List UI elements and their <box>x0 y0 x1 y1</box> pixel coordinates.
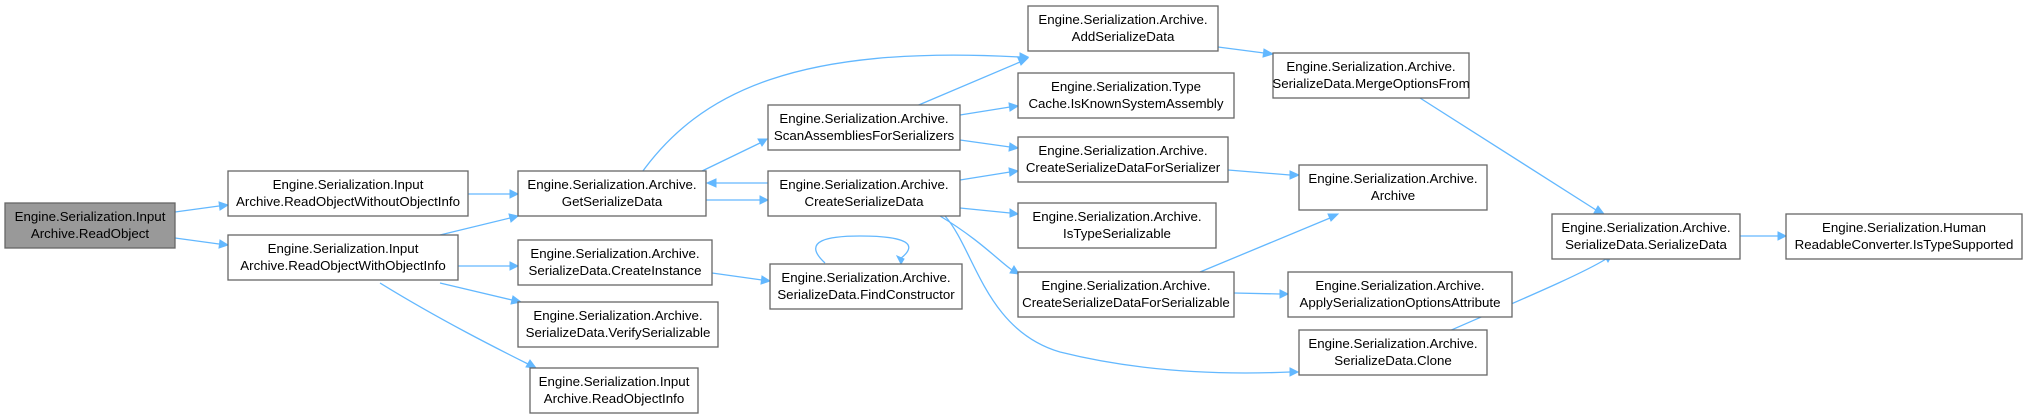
node-mergeoptionsfrom-line1: Engine.Serialization.Archive. <box>1286 59 1455 74</box>
edge-readobject-to-readobjectwithoutobjectinfo <box>174 201 230 213</box>
node-serializedata-clone-line2: SerializeData.Clone <box>1334 353 1452 368</box>
edge-createserializedata-to-createserializedataforserializable <box>939 215 1020 275</box>
edge-createserializedata-to-getserializedata <box>705 178 768 188</box>
node-mergeoptionsfrom-line2: SerializeData.MergeOptionsFrom <box>1272 76 1469 91</box>
node-serializedata-findconstructor[interactable]: Engine.Serialization.Archive. SerializeD… <box>769 263 963 310</box>
edge-readobjectwithobjectinfo-to-verifyserializable <box>439 282 523 305</box>
edge-createserializedata-to-istypeserializable <box>959 207 1020 218</box>
node-createserializedataforserializable-line2: CreateSerializeDataForSerializable <box>1022 295 1230 310</box>
node-readobjectwithobjectinfo[interactable]: Engine.Serialization.Input Archive.ReadO… <box>227 234 459 281</box>
node-verifyserializable-line1: Engine.Serialization.Archive. <box>533 308 702 323</box>
node-serializedata-serializedata-line2: SerializeData.SerializeData <box>1565 237 1727 252</box>
node-verifyserializable-line2: SerializeData.VerifySerializable <box>526 325 711 340</box>
node-istypeserializable-line1: Engine.Serialization.Archive. <box>1032 209 1201 224</box>
edge-createserializedataforserializer-to-archive <box>1227 169 1301 180</box>
node-serializedata-verifyserializable[interactable]: Engine.Serialization.Archive. SerializeD… <box>517 301 719 348</box>
node-readobjectinfo-line2: Archive.ReadObjectInfo <box>544 391 684 406</box>
node-createserializedata-line1: Engine.Serialization.Archive. <box>779 177 948 192</box>
edge-scanassemblies-to-createserializedataforserializer <box>959 139 1020 152</box>
node-createserializedataforserializer-line2: CreateSerializeDataForSerializer <box>1026 160 1221 175</box>
node-archive-archive[interactable]: Engine.Serialization.Archive. Archive <box>1298 164 1488 211</box>
node-archive-archive-line1: Engine.Serialization.Archive. <box>1308 171 1477 186</box>
node-getserializedata[interactable]: Engine.Serialization.Archive. GetSeriali… <box>517 170 707 217</box>
node-istypeserializable[interactable]: Engine.Serialization.Archive. IsTypeSeri… <box>1017 202 1217 249</box>
edge-readobject-to-readobjectwithobjectinfo <box>174 237 230 249</box>
edge-getserializedata-to-scanassemblies <box>699 138 768 173</box>
node-scanassembliesforserializers[interactable]: Engine.Serialization.Archive. ScanAssemb… <box>767 104 961 151</box>
node-createserializedataforserializable[interactable]: Engine.Serialization.Archive. CreateSeri… <box>1017 271 1235 318</box>
node-readobjectwithobjectinfo-line2: Archive.ReadObjectWithObjectInfo <box>240 258 445 273</box>
node-applyserializationoptionsattribute-line2: ApplySerializationOptionsAttribute <box>1299 295 1500 310</box>
edge-createserializedata-to-createserializedataforserializer <box>959 167 1020 181</box>
edge-addserializedata-to-mergeoptionsfrom <box>1217 46 1275 58</box>
node-addserializedata[interactable]: Engine.Serialization.Archive. AddSeriali… <box>1027 5 1219 52</box>
nodes-layer: Engine.Serialization.Input Archive.ReadO… <box>4 5 2023 414</box>
edges-layer <box>174 46 1788 377</box>
node-findconstructor-line1: Engine.Serialization.Archive. <box>781 270 950 285</box>
edge-createserializedataforserializable-to-applyserializationoptionsattribute <box>1233 289 1290 299</box>
edge-getserializedata-to-createserializedata <box>706 195 770 205</box>
node-serializedata-serializedata-line1: Engine.Serialization.Archive. <box>1561 220 1730 235</box>
node-createserializedataforserializer[interactable]: Engine.Serialization.Archive. CreateSeri… <box>1017 136 1229 183</box>
node-addserializedata-line2: AddSerializeData <box>1072 29 1175 44</box>
node-serializedata-clone-line1: Engine.Serialization.Archive. <box>1308 336 1477 351</box>
node-readobjectwithoutobjectinfo-line2: Archive.ReadObjectWithoutObjectInfo <box>236 194 460 209</box>
edge-serializedata-to-istypesupported <box>1740 231 1788 241</box>
edge-findconstructor-self-loop <box>815 235 910 266</box>
node-scanassembliesforserializers-line1: Engine.Serialization.Archive. <box>779 111 948 126</box>
node-createserializedata[interactable]: Engine.Serialization.Archive. CreateSeri… <box>767 170 961 217</box>
edge-createinstance-to-findconstructor <box>711 272 772 285</box>
node-istypesupported-line2: ReadableConverter.IsTypeSupported <box>1795 237 2014 252</box>
node-readobjectwithobjectinfo-line1: Engine.Serialization.Input <box>268 241 419 256</box>
edge-readobjectwithoutobjectinfo-to-getserializedata <box>468 189 520 199</box>
edge-scanassemblies-to-isknownsystemassembly <box>959 102 1020 116</box>
node-getserializedata-line2: GetSerializeData <box>562 194 663 209</box>
node-istypeserializable-line2: IsTypeSerializable <box>1063 226 1171 241</box>
node-createserializedataforserializer-line1: Engine.Serialization.Archive. <box>1038 143 1207 158</box>
node-serializedata-createinstance[interactable]: Engine.Serialization.Archive. SerializeD… <box>517 239 713 286</box>
node-mergeoptionsfrom[interactable]: Engine.Serialization.Archive. SerializeD… <box>1272 52 1470 99</box>
edge-createserializedataforserializable-to-archive <box>1199 213 1340 273</box>
node-archive-archive-line2: Archive <box>1371 188 1415 203</box>
node-serializedata-serializedata[interactable]: Engine.Serialization.Archive. SerializeD… <box>1551 213 1741 260</box>
node-applyserializationoptionsattribute[interactable]: Engine.Serialization.Archive. ApplySeria… <box>1287 271 1513 318</box>
node-isknownsystemassembly-line2: Cache.IsKnownSystemAssembly <box>1028 96 1223 111</box>
node-createinstance-line1: Engine.Serialization.Archive. <box>530 246 699 261</box>
node-getserializedata-line1: Engine.Serialization.Archive. <box>527 177 696 192</box>
node-scanassembliesforserializers-line2: ScanAssembliesForSerializers <box>774 128 955 143</box>
node-addserializedata-line1: Engine.Serialization.Archive. <box>1038 12 1207 27</box>
node-applyserializationoptionsattribute-line1: Engine.Serialization.Archive. <box>1315 278 1484 293</box>
node-istypesupported-line1: Engine.Serialization.Human <box>1822 220 1986 235</box>
node-readobjectwithoutobjectinfo-line1: Engine.Serialization.Input <box>273 177 424 192</box>
node-createserializedata-line2: CreateSerializeData <box>805 194 925 209</box>
node-readobjectwithoutobjectinfo[interactable]: Engine.Serialization.Input Archive.ReadO… <box>227 170 469 217</box>
node-serializedata-clone[interactable]: Engine.Serialization.Archive. SerializeD… <box>1298 329 1488 376</box>
node-createserializedataforserializable-line1: Engine.Serialization.Archive. <box>1041 278 1210 293</box>
node-inputarchive-readobjectinfo[interactable]: Engine.Serialization.Input Archive.ReadO… <box>529 367 699 414</box>
edge-scanassemblies-to-addserializedata <box>913 57 1030 108</box>
node-readobjectinfo-line1: Engine.Serialization.Input <box>539 374 690 389</box>
node-typecache-isknownsystemassembly[interactable]: Engine.Serialization.Type Cache.IsKnownS… <box>1017 72 1235 119</box>
node-findconstructor-line2: SerializeData.FindConstructor <box>777 287 955 302</box>
node-humanreadableconverter-istypesupported[interactable]: Engine.Serialization.Human ReadableConve… <box>1785 213 2023 260</box>
node-inputarchive-readobject[interactable]: Engine.Serialization.Input Archive.ReadO… <box>4 202 176 249</box>
node-inputarchive-readobject-line1: Engine.Serialization.Input <box>15 209 166 224</box>
node-createinstance-line2: SerializeData.CreateInstance <box>529 263 702 278</box>
node-isknownsystemassembly-line1: Engine.Serialization.Type <box>1051 79 1201 94</box>
edge-readobjectwithobjectinfo-to-getserializedata <box>439 213 520 236</box>
edge-readobjectwithobjectinfo-to-createinstance <box>458 261 520 271</box>
node-inputarchive-readobject-line2: Archive.ReadObject <box>31 226 150 241</box>
edge-createserializedata-to-clone <box>944 215 1300 377</box>
